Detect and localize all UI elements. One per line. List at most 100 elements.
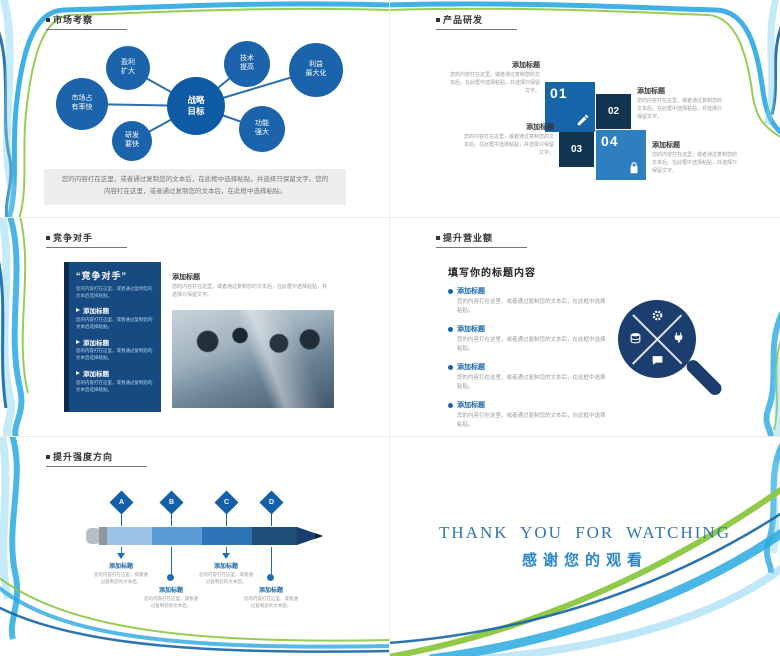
list-item-title: 添加标题: [457, 326, 485, 334]
feature-title: 添加标题: [512, 62, 540, 69]
marker-triangle-icon: [117, 553, 125, 559]
thank-you-title-en: THANK YOU FOR WATCHING: [439, 523, 731, 542]
milestone-title: 添加标题: [108, 564, 133, 570]
list-item-title: 添加标题: [457, 288, 485, 295]
header-bullet-icon: [46, 17, 50, 22]
slide-6-thank-you[interactable]: THANK YOU FOR WATCHING 感谢您的观看: [390, 437, 780, 656]
slide-title: 提升强度方向: [53, 452, 114, 462]
pencil-icon: [577, 114, 589, 126]
feature-title: 添加标题: [637, 88, 665, 95]
block-number: 02: [607, 106, 620, 117]
milestone-diamond-b: B: [159, 490, 184, 515]
feature-text: 您的内容打在这里，或者通过复制您的文本后，在此框中选择粘贴，并选择只保留文字。: [449, 72, 540, 94]
connector-line: [226, 514, 227, 526]
slide-title: 产品研发: [443, 15, 484, 25]
connector-line: [226, 547, 227, 553]
number-block-04: 04: [596, 130, 646, 180]
aside-text-block: 添加标题 您的内容打在这里，或者通过复制您的文本后，在此框中选择粘贴，并选择只保…: [172, 272, 330, 300]
milestone-item: 添加标题 您的内容打在这里，或者通过复制您的文本后。: [92, 561, 150, 586]
connector-line: [171, 547, 172, 574]
number-block-01: 01: [545, 82, 595, 132]
list-item: 添加标题 您的内容打在这里，或者通过复制您的文本后，在此框中选择粘贴。: [448, 286, 607, 315]
connector-line: [171, 514, 172, 526]
bubble-rnd-speed: 研发 要快: [112, 121, 152, 161]
header-bullet-icon: [46, 235, 50, 240]
panel-item: 添加标题 您的内容打在这里，或者通过复制您的文本后选择粘贴。: [76, 337, 155, 362]
milestone-diamond-d: D: [259, 490, 284, 515]
lock-icon: [630, 162, 638, 174]
feature-item: 添加标题 您的内容打在这里，或者通过复制您的文本后，在此框中选择粘贴，并选择只保…: [637, 86, 725, 121]
block-number: 01: [550, 85, 568, 101]
milestone-diamond-a: A: [109, 490, 134, 515]
feature-text: 您的内容打在这里，或者通过复制您的文本后，在此框中选择粘贴，并选择只保留文字。: [652, 152, 738, 174]
slide-header: 提升营业额: [436, 231, 528, 248]
list-item: 添加标题 您的内容打在这里，或者通过复制您的文本后，在此框中选择粘贴。: [448, 324, 607, 353]
magnifier-lens: [618, 300, 696, 378]
bullet-list: 添加标题 您的内容打在这里，或者通过复制您的文本后，在此框中选择粘贴。 添加标题…: [448, 286, 607, 436]
slide-2-product-rnd[interactable]: 产品研发 01 02 03 04 添加标题 您的内容打在这里，或者通过复制您的文…: [390, 0, 780, 218]
bullet-dot-icon: [448, 402, 453, 408]
aside-title: 添加标题: [172, 274, 200, 281]
milestone-letter: D: [268, 499, 275, 506]
competitor-panel: “竞争对手” 您的内容打在这里，或者通过复制您的文本后选择粘贴。 添加标题 您的…: [64, 262, 161, 412]
feature-title: 添加标题: [526, 124, 554, 131]
slide-header: 竞争对手: [46, 231, 128, 248]
bubble-technology: 技术 提高: [224, 41, 270, 87]
slide-title: 提升营业额: [443, 233, 494, 243]
magnifier-handle: [683, 357, 725, 398]
wave-decoration: [390, 443, 780, 656]
chat-icon: [652, 356, 663, 365]
milestone-letter: C: [223, 499, 230, 506]
slide-3-competitors[interactable]: 竞争对手 “竞争对手” 您的内容打在这里，或者通过复制您的文本后选择粘贴。 添加…: [0, 218, 390, 437]
marker-dot-icon: [167, 574, 174, 581]
panel-item-title: 添加标题: [83, 371, 109, 379]
slide-header: 产品研发: [436, 13, 518, 30]
milestone-text: 您的内容打在这里，或者通过复制您的文本后。: [244, 596, 298, 608]
slide-5-direction-timeline[interactable]: 提升强度方向 A B C D 添加标题 您的内容打在这里，或者通: [0, 437, 390, 656]
feature-item: 添加标题 您的内容打在这里，或者通过复制您的文本后，在此框中选择粘贴，并选择只保…: [652, 140, 740, 175]
header-bullet-icon: [436, 235, 440, 240]
arrow-icon: [76, 339, 80, 344]
connector-line: [271, 514, 272, 526]
feature-item: 添加标题 您的内容打在这里，或者通过复制您的文本后，在此框中选择粘贴，并选择只保…: [446, 60, 540, 95]
connector-line: [121, 547, 122, 553]
list-item: 添加标题 您的内容打在这里，或者通过复制您的文本后，在此框中选择粘贴。: [448, 362, 607, 391]
bubble-profit: 盈利 扩大: [106, 46, 150, 90]
panel-title: “竞争对手”: [76, 271, 128, 281]
marker-triangle-icon: [222, 553, 230, 559]
marker-dot-icon: [267, 574, 274, 581]
list-item-text: 您的内容打在这里，或者通过复制您的文本后，在此框中选择粘贴。: [457, 375, 606, 390]
bubble-market-share: 市场占 有率快: [56, 78, 108, 130]
plug-icon: [674, 332, 683, 343]
pencil-graphic: [86, 527, 323, 545]
panel-item: 添加标题 您的内容打在这里，或者通过复制您的文本后选择粘贴。: [76, 368, 155, 393]
milestone-text: 您的内容打在这里，或者通过复制您的文本后。: [199, 572, 253, 584]
slide-4-increase-revenue[interactable]: 提升营业额 填写你的标题内容 添加标题 您的内容打在这里，或者通过复制您的文本后…: [390, 218, 780, 437]
arrow-icon: [76, 308, 80, 313]
list-item-title: 添加标题: [457, 402, 485, 410]
slide-title: 竞争对手: [53, 233, 94, 243]
feature-title: 添加标题: [652, 142, 680, 149]
connector-line: [121, 514, 122, 526]
slide-1-market-survey[interactable]: 市场考察 战略 目标 盈利 扩大 市场占 有率快 研发 要快 技术 提高 利益 …: [0, 0, 390, 218]
feature-text: 您的内容打在这里，或者通过复制您的文本后，在此框中选择粘贴，并选择只保留文字。: [637, 98, 723, 120]
list-item-text: 您的内容打在这里，或者通过复制您的文本后，在此框中选择粘贴。: [457, 413, 606, 428]
milestone-title: 添加标题: [213, 564, 238, 570]
aside-text: 您的内容打在这里，或者通过复制您的文本后，在此框中选择粘贴，并选择只保留文字。: [172, 284, 328, 298]
panel-item-title: 添加标题: [83, 339, 109, 347]
panel-item-text: 您的内容打在这里，或者通过复制您的文本后选择粘贴。: [76, 348, 153, 361]
list-item-text: 您的内容打在这里，或者通过复制您的文本后，在此框中选择粘贴。: [457, 337, 606, 352]
slide-header: 市场考察: [46, 13, 128, 30]
list-item-title: 添加标题: [457, 364, 485, 372]
milestone-item: 添加标题 您的内容打在这里，或者通过复制您的文本后。: [197, 561, 255, 586]
milestone-letter: B: [168, 499, 175, 506]
bubble-benefit-max: 利益 最大化: [289, 43, 343, 97]
arrow-icon: [76, 371, 80, 376]
thank-you-title-cn: 感谢您的观看: [521, 552, 648, 569]
gear-icon: [652, 310, 663, 321]
bubble-strategy-goal: 战略 目标: [167, 77, 225, 135]
milestone-item: 添加标题 您的内容打在这里，或者通过复制您的文本后。: [142, 585, 200, 610]
bubble-function: 功能 强大: [239, 106, 285, 152]
milestone-title: 添加标题: [158, 588, 183, 594]
number-block-03: 03: [559, 132, 594, 167]
